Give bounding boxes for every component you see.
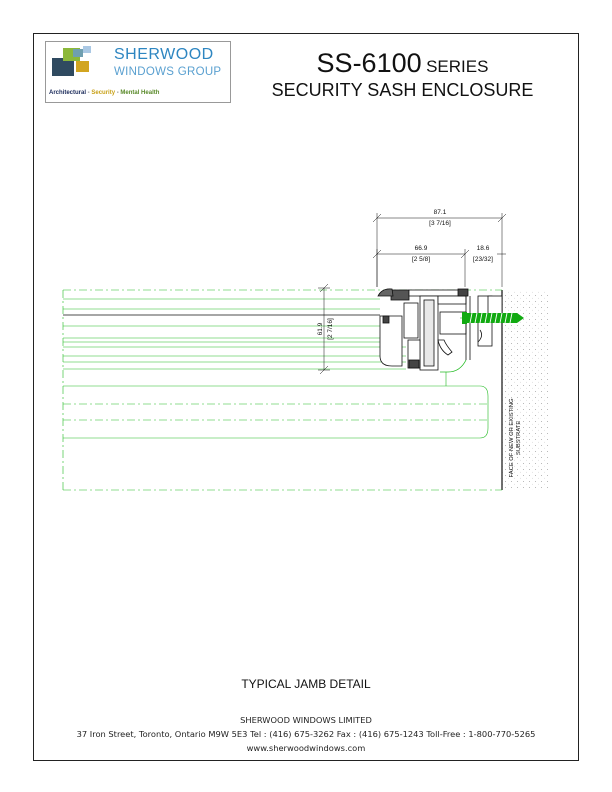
logo-tagline: Architectural - Security - Mental Health xyxy=(49,90,159,96)
dim-frame: 66.9 xyxy=(415,245,428,252)
dim-gap: 18.6 xyxy=(477,245,490,252)
substrate xyxy=(501,290,550,490)
footer-company: SHERWOOD WINDOWS LIMITED xyxy=(240,715,372,725)
detail-label: TYPICAL JAMB DETAIL xyxy=(241,677,371,691)
dim-height-fraction: [2 7/16] xyxy=(327,318,334,340)
dim-frame-fraction: [2 5/8] xyxy=(412,256,430,263)
tagline-separator: - xyxy=(86,90,92,96)
logo-square-lightblue xyxy=(83,46,91,53)
dim-height: 61.9 xyxy=(317,322,324,335)
anchor-screw xyxy=(460,312,525,324)
tagline-mental-health: Mental Health xyxy=(120,90,160,96)
logo-square-gold xyxy=(76,61,89,72)
footer-contact: 37 Iron Street, Toronto, Ontario M9W 5E3… xyxy=(76,729,536,739)
logo-name: SHERWOOD xyxy=(114,46,214,63)
dim-gap-fraction: [23/32] xyxy=(473,256,493,263)
tagline-architectural: Architectural xyxy=(49,90,87,96)
lower-pane xyxy=(63,385,489,439)
series-word: SERIES xyxy=(426,57,489,76)
glazing-layers xyxy=(63,298,406,370)
logo-square-dark xyxy=(52,58,74,76)
logo-square-teal xyxy=(73,49,83,57)
page-border xyxy=(33,33,579,761)
page-subtitle: SECURITY SASH ENCLOSURE xyxy=(271,80,534,100)
glazing-outline xyxy=(62,289,502,491)
tagline-security: Security xyxy=(91,90,116,96)
dim-overall-fraction: [3 7/16] xyxy=(429,220,451,227)
frame-profile xyxy=(377,288,503,386)
page-title: SS-6100 SERIES xyxy=(240,48,565,79)
substrate-note-line2: SUBSTRATE xyxy=(516,421,522,455)
footer-website: www.sherwoodwindows.com xyxy=(246,743,366,753)
tagline-separator: - xyxy=(115,90,121,96)
dimension-lines xyxy=(318,213,507,375)
company-logo: SHERWOOD WINDOWS GROUP Architectural - S… xyxy=(45,41,231,103)
dim-overall: 87.1 xyxy=(434,209,447,216)
substrate-note-line1: FACE OF NEW OR EXISTING xyxy=(509,398,515,477)
logo-subname: WINDOWS GROUP xyxy=(114,66,222,78)
model-number: SS-6100 xyxy=(316,48,422,78)
